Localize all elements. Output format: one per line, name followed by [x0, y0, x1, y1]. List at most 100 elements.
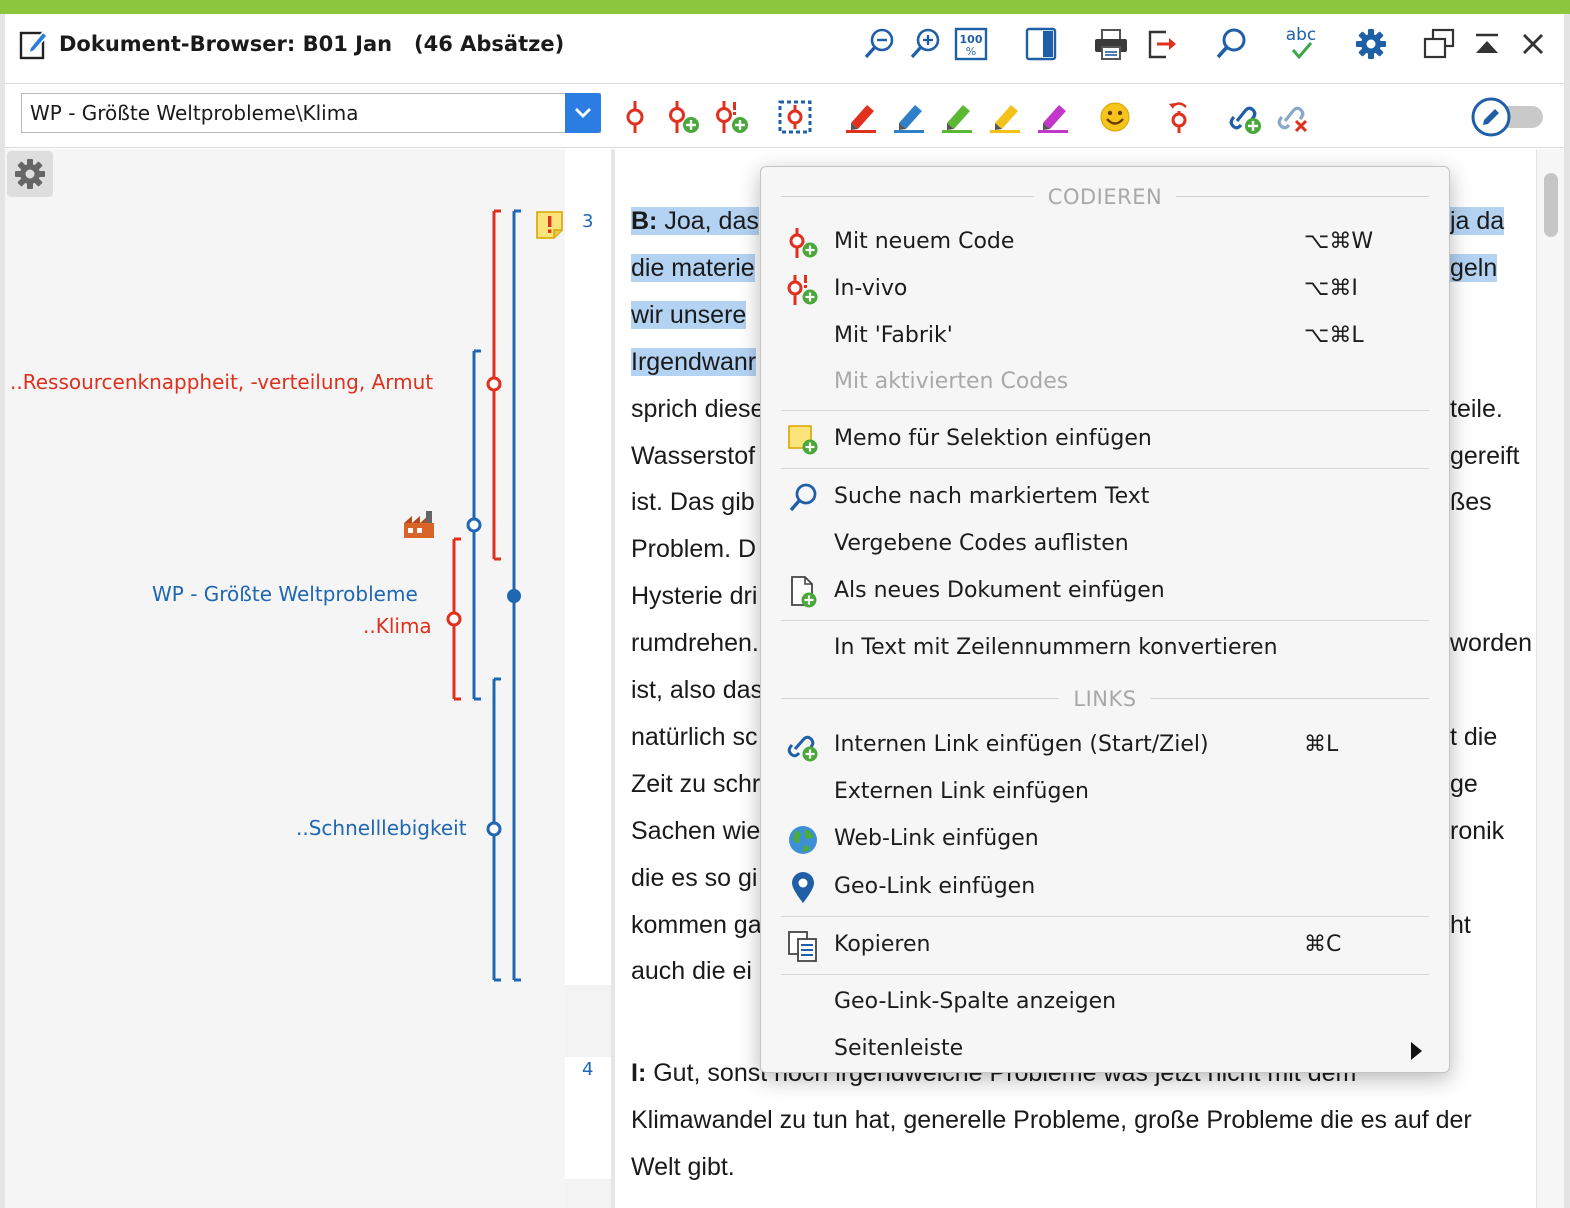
text-line-end: t die: [1450, 722, 1498, 751]
stripe-schnelllebigkeit[interactable]: [486, 677, 502, 982]
menu-item-geo-link[interactable]: Geo-Link einfügen: [761, 866, 1449, 910]
menu-item-label: In Text mit Zeilennummern konvertieren: [834, 635, 1278, 660]
menu-item-label: Geo-Link einfügen: [834, 874, 1036, 899]
stripe-ressourcen[interactable]: [486, 209, 502, 561]
export-icon[interactable]: [1143, 24, 1183, 64]
zoom-out-icon[interactable]: [859, 24, 899, 64]
map-pin-icon: [785, 870, 821, 906]
emoticon-icon[interactable]: [1095, 97, 1135, 137]
window-title: Dokument-Browser: B01 Jan (46 Absätze): [59, 32, 565, 56]
menu-item-label: Mit aktivierten Codes: [834, 369, 1069, 394]
text-line: sprich diese: [631, 394, 765, 423]
text-line-end: ge: [1450, 769, 1478, 798]
context-menu: CODIEREN Mit neuem Code ⌥⌘W In-vivo ⌥⌘I …: [760, 166, 1450, 1073]
print-icon[interactable]: [1091, 24, 1131, 64]
scrollbar-thumb[interactable]: [1544, 173, 1558, 237]
menu-item-fabrik[interactable]: Mit 'Fabrik' ⌥⌘L: [761, 315, 1449, 359]
in-vivo-icon[interactable]: [711, 97, 751, 137]
menu-item-sidebar[interactable]: Seitenleiste: [761, 1028, 1449, 1072]
remove-link-icon[interactable]: [1273, 97, 1313, 137]
text-line-end: ht: [1450, 910, 1471, 939]
menu-item-web-link[interactable]: Web-Link einfügen: [761, 818, 1449, 862]
menu-item-internal-link[interactable]: Internen Link einfügen (Start/Ziel) ⌘L: [761, 724, 1449, 768]
stripe-label-klima[interactable]: ..Klima: [363, 614, 432, 638]
text-line: Zeit zu schr: [631, 769, 761, 798]
highlighter-magenta-icon[interactable]: [1033, 97, 1073, 137]
collapse-icon[interactable]: [1467, 24, 1507, 64]
stripe-label-wp[interactable]: WP - Größte Weltprobleme: [152, 582, 418, 606]
menu-separator: [781, 620, 1429, 621]
menu-section-codieren: CODIEREN: [781, 185, 1429, 209]
menu-item-memo[interactable]: Memo für Selektion einfügen: [761, 418, 1449, 462]
highlighter-yellow-icon[interactable]: [985, 97, 1025, 137]
menu-item-shortcut: ⌘C: [1304, 932, 1342, 957]
code-icon[interactable]: [615, 97, 655, 137]
menu-item-new-document[interactable]: Als neues Dokument einfügen: [761, 570, 1449, 614]
menu-item-list-codes[interactable]: Vergebene Codes auflisten: [761, 523, 1449, 567]
menu-item-shortcut: ⌥⌘I: [1304, 276, 1358, 301]
sidebar-toggle-icon[interactable]: [1021, 24, 1061, 64]
menu-separator: [781, 916, 1429, 917]
undo-code-icon[interactable]: [1159, 97, 1199, 137]
menu-item-label: In-vivo: [834, 276, 908, 301]
menu-item-external-link[interactable]: Externen Link einfügen: [761, 771, 1449, 815]
paragraph-number-column: [565, 149, 611, 1208]
zoom-in-icon[interactable]: [905, 24, 945, 64]
close-icon[interactable]: [1513, 24, 1553, 64]
highlighter-red-icon[interactable]: [841, 97, 881, 137]
menu-item-shortcut: ⌥⌘W: [1304, 229, 1374, 254]
search-icon[interactable]: [1211, 24, 1251, 64]
undock-icon[interactable]: [1419, 24, 1459, 64]
memo-icon[interactable]: [536, 211, 563, 239]
menu-item-in-vivo[interactable]: In-vivo ⌥⌘I: [761, 268, 1449, 312]
vertical-scrollbar[interactable]: [1536, 149, 1564, 1208]
svg-text:%: %: [966, 45, 976, 58]
stripe-label-schnelllebigkeit[interactable]: ..Schnelllebigkeit: [296, 816, 467, 840]
stripe-fabrik[interactable]: [466, 349, 482, 701]
menu-item-copy[interactable]: Kopieren ⌘C: [761, 924, 1449, 968]
globe-icon: [785, 822, 821, 858]
chevron-down-icon[interactable]: [565, 93, 601, 133]
stripe-label-ressourcen[interactable]: ..Ressourcenknappheit, -verteilung, Armu…: [10, 370, 434, 394]
stripe-settings-gear-icon[interactable]: [7, 151, 53, 197]
text-line-end: ronik: [1450, 816, 1505, 845]
text-line: auch die ei: [631, 957, 752, 986]
text-line: ist, also das: [631, 676, 764, 704]
text-line-end: ßes: [1450, 488, 1492, 517]
code-select-value: WP - Größte Weltprobleme\Klima: [30, 101, 359, 125]
menu-item-geo-column[interactable]: Geo-Link-Spalte anzeigen: [761, 981, 1449, 1025]
paragraph-number: 4: [582, 1059, 594, 1080]
zoom-100-icon[interactable]: 100%: [951, 24, 991, 64]
text-line: natürlich sc: [631, 722, 758, 751]
highlighter-blue-icon[interactable]: [889, 97, 929, 137]
text-line: Welt gibt.: [631, 1152, 735, 1181]
menu-separator: [781, 468, 1429, 469]
text-line: wir unsere: [631, 300, 747, 329]
edit-mode-toggle[interactable]: [1471, 97, 1545, 137]
menu-item-label: Externen Link einfügen: [834, 779, 1089, 804]
code-select[interactable]: WP - Größte Weltprobleme\Klima: [21, 93, 601, 133]
highlighter-green-icon[interactable]: [937, 97, 977, 137]
new-code-icon: [785, 225, 821, 261]
menu-item-shortcut: ⌥⌘L: [1304, 323, 1364, 348]
code-stripe-panel: [5, 149, 532, 1208]
submenu-arrow-icon: [1411, 1042, 1422, 1060]
menu-item-line-numbers[interactable]: In Text mit Zeilennummern konvertieren: [761, 627, 1449, 671]
gear-icon[interactable]: [1351, 24, 1391, 64]
menu-item-search-selection[interactable]: Suche nach markiertem Text: [761, 476, 1449, 520]
menu-item-label: Mit 'Fabrik': [834, 323, 953, 348]
window-frame-left: [0, 14, 5, 1208]
new-code-icon[interactable]: [663, 97, 703, 137]
stripe-wp[interactable]: [507, 209, 521, 982]
edit-document-icon: [19, 28, 49, 60]
code-selection-icon[interactable]: [775, 97, 815, 137]
menu-item-new-code[interactable]: Mit neuem Code ⌥⌘W: [761, 221, 1449, 265]
menu-item-shortcut: ⌘L: [1304, 732, 1339, 757]
text-line-end: teile.: [1450, 394, 1503, 423]
insert-link-icon[interactable]: [1225, 97, 1265, 137]
text-line: Wasserstof: [631, 441, 756, 470]
spellcheck-icon[interactable]: abc: [1281, 24, 1321, 64]
factory-icon: [404, 511, 434, 538]
stripe-klima[interactable]: [446, 537, 462, 701]
paragraph-number: 3: [582, 211, 594, 232]
